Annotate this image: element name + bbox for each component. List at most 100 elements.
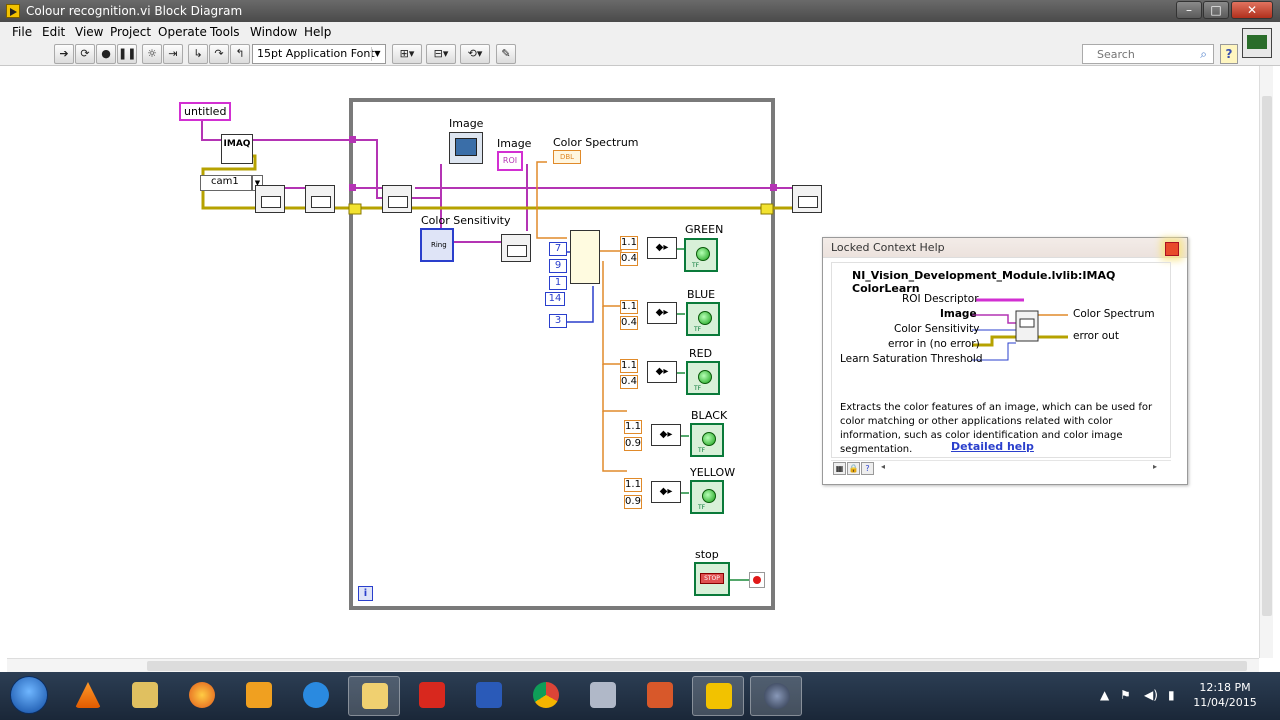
word-icon[interactable]	[463, 676, 515, 716]
chrome-icon[interactable]	[520, 676, 572, 716]
vlc-icon[interactable]	[62, 676, 114, 716]
imaq-grab-node[interactable]	[382, 185, 412, 213]
close-button[interactable]: ✕	[1231, 1, 1273, 19]
lower-limit-constant[interactable]: 0.9	[624, 437, 642, 451]
menu-window[interactable]: Window	[250, 25, 298, 39]
horizontal-scrollbar[interactable]	[7, 658, 1259, 672]
upper-limit-constant[interactable]: 1.1	[620, 359, 638, 373]
show-hidden-icons-icon[interactable]: ▲	[1100, 688, 1110, 702]
image-display-indicator[interactable]	[449, 132, 483, 164]
clean-up-diagram-icon[interactable]: ✎	[496, 44, 516, 64]
lower-limit-constant[interactable]: 0.4	[620, 252, 638, 266]
menu-file[interactable]: File	[12, 25, 33, 39]
search-box[interactable]: ⌕	[1082, 44, 1214, 64]
imaq-colorlearn-node[interactable]	[501, 234, 531, 262]
run-continuously-icon[interactable]: ⟳	[75, 44, 95, 64]
index-constant[interactable]: 14	[545, 292, 565, 306]
reorder-icon[interactable]: ⟲▾	[460, 44, 490, 64]
loop-iteration-terminal[interactable]: i	[358, 586, 373, 601]
menu-operate[interactable]: Operate	[158, 25, 207, 39]
yellow-led-indicator[interactable]: TF	[690, 480, 724, 514]
black-led-indicator[interactable]: TF	[690, 423, 724, 457]
system-clock[interactable]: 12:18 PM 11/04/2015	[1190, 680, 1260, 710]
upper-limit-constant[interactable]: 1.1	[620, 236, 638, 250]
context-help-button[interactable]: ?	[1220, 44, 1238, 64]
menu-tools[interactable]: Tools	[210, 25, 240, 39]
close-icon[interactable]	[1165, 242, 1179, 256]
search-input[interactable]	[1083, 45, 1183, 63]
camera-name-constant[interactable]: cam1 ▼	[200, 175, 263, 191]
volume-icon[interactable]: ◀)	[1144, 688, 1158, 702]
network-icon[interactable]: ▮	[1168, 688, 1175, 702]
step-out-icon[interactable]: ↰	[230, 44, 250, 64]
roi-constant[interactable]: ROI	[497, 151, 523, 171]
camera-icon[interactable]	[750, 676, 802, 716]
green-led-indicator[interactable]: TF	[684, 238, 718, 272]
distribute-objects-icon[interactable]: ⊟▾	[426, 44, 456, 64]
tool-icon[interactable]	[577, 676, 629, 716]
loop-condition-terminal[interactable]	[749, 572, 765, 588]
menu-view[interactable]: View	[75, 25, 104, 39]
detailed-help-link[interactable]: Detailed help	[951, 440, 1034, 453]
maximize-button[interactable]: □	[1203, 1, 1229, 19]
font-selector[interactable]: 15pt Application Font ▼	[252, 44, 386, 64]
help-icon[interactable]: ?	[861, 462, 874, 475]
powerpoint-icon[interactable]	[634, 676, 686, 716]
labview-icon[interactable]	[692, 676, 744, 716]
folder-icon[interactable]	[348, 676, 400, 716]
imaq-configure-grab-node[interactable]	[305, 185, 335, 213]
lower-limit-constant[interactable]: 0.4	[620, 316, 638, 330]
upper-limit-constant[interactable]: 1.1	[624, 420, 642, 434]
color-sensitivity-control[interactable]: Ring	[420, 228, 454, 262]
retain-wire-values-icon[interactable]: ⇥	[163, 44, 183, 64]
vi-connector-icon[interactable]	[1242, 28, 1272, 58]
in-range-comparison-node[interactable]: ◆▸	[647, 302, 677, 324]
blue-led-indicator[interactable]: TF	[686, 302, 720, 336]
lower-limit-constant[interactable]: 0.4	[620, 375, 638, 389]
simple-help-icon[interactable]: ▦	[833, 462, 846, 475]
index-constant[interactable]: 3	[549, 314, 567, 328]
search-icon[interactable]: ⌕	[1200, 47, 1207, 61]
highlight-execution-icon[interactable]: ☼	[142, 44, 162, 64]
vertical-scrollbar[interactable]	[1259, 66, 1273, 658]
index-constant[interactable]: 9	[549, 259, 567, 273]
internet-explorer-icon[interactable]	[290, 676, 342, 716]
run-icon[interactable]: ➔	[54, 44, 74, 64]
in-range-comparison-node[interactable]: ◆▸	[651, 424, 681, 446]
step-into-icon[interactable]: ↳	[188, 44, 208, 64]
index-array-node[interactable]	[570, 230, 600, 284]
file-explorer-icon[interactable]	[119, 676, 171, 716]
step-over-icon[interactable]: ↷	[209, 44, 229, 64]
index-constant[interactable]: 1	[549, 276, 567, 290]
imaq-create-node[interactable]: IMAQ	[221, 134, 253, 164]
menu-help[interactable]: Help	[304, 25, 332, 39]
pause-icon[interactable]: ❚❚	[117, 44, 137, 64]
scroll-right-icon[interactable]: ▸	[1153, 462, 1158, 471]
minimize-button[interactable]: –	[1176, 1, 1202, 19]
imaq-close-camera-node[interactable]	[792, 185, 822, 213]
lock-icon[interactable]: 🔒	[847, 462, 860, 475]
firefox-icon[interactable]	[176, 676, 228, 716]
vertical-scroll-thumb[interactable]	[1262, 96, 1272, 616]
start-button-icon[interactable]	[10, 676, 48, 714]
lower-limit-constant[interactable]: 0.9	[624, 495, 642, 509]
align-objects-icon[interactable]: ⊞▾	[392, 44, 422, 64]
horizontal-scroll-thumb[interactable]	[147, 661, 1247, 671]
abort-icon[interactable]: ●	[96, 44, 116, 64]
menu-edit[interactable]: Edit	[42, 25, 66, 39]
in-range-comparison-node[interactable]: ◆▸	[647, 361, 677, 383]
upper-limit-constant[interactable]: 1.1	[624, 478, 642, 492]
stop-button-control[interactable]: STOP	[694, 562, 730, 596]
media-player-icon[interactable]	[233, 676, 285, 716]
imaq-camera-open-node[interactable]	[255, 185, 285, 213]
in-range-comparison-node[interactable]: ◆▸	[651, 481, 681, 503]
scroll-left-icon[interactable]: ◂	[881, 462, 886, 471]
in-range-comparison-node[interactable]: ◆▸	[647, 237, 677, 259]
index-constant[interactable]: 7	[549, 242, 567, 256]
upper-limit-constant[interactable]: 1.1	[620, 300, 638, 314]
color-spectrum-indicator[interactable]: DBL	[553, 150, 581, 164]
red-led-indicator[interactable]: TF	[686, 361, 720, 395]
untitled-constant[interactable]: untitled	[179, 102, 232, 121]
action-center-icon[interactable]: ⚑	[1120, 688, 1131, 702]
menu-project[interactable]: Project	[110, 25, 152, 39]
